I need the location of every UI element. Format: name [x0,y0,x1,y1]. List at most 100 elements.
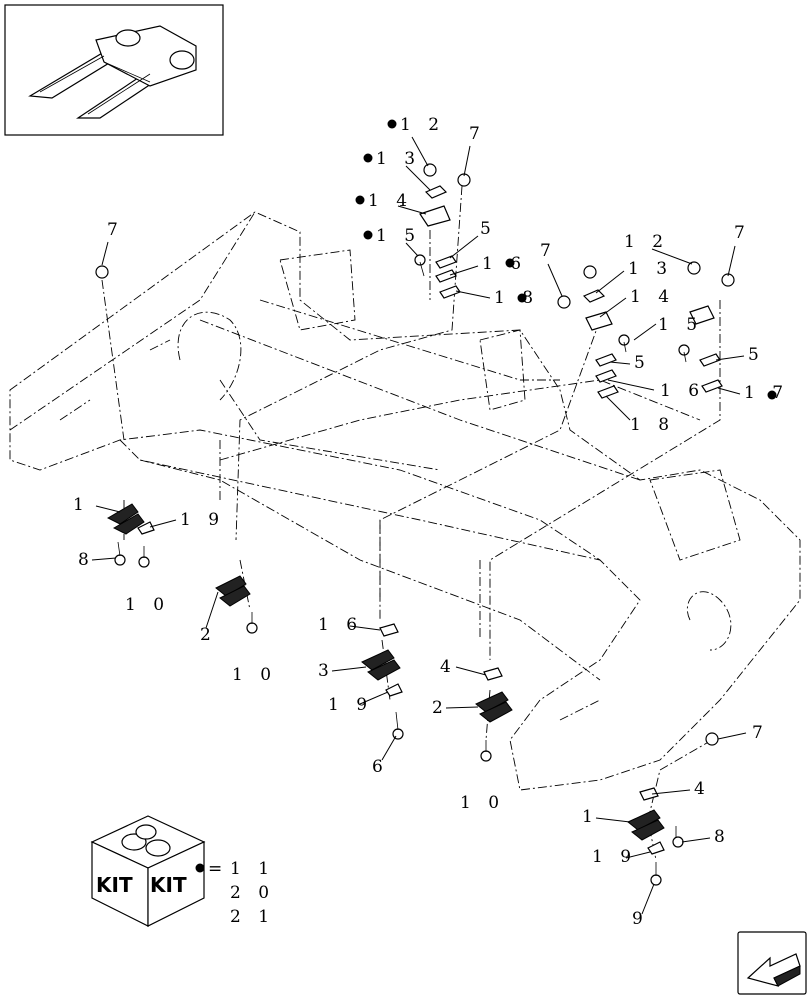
callout-label-c-4b: 4 [694,779,711,799]
leader-line-c-15b [633,323,657,341]
leader-line-c-19a [149,519,177,528]
leader-line-c-12b [651,248,693,265]
nut-7-a [95,265,109,279]
callout-label-c-8a: 8 [78,550,95,570]
callout-label-c-5c: 5 [748,345,765,365]
clip-14-a [419,205,451,227]
leader-line-c-5a [449,235,479,259]
callout-label-c-9: 9 [632,909,649,929]
bolt-15-a [414,254,426,277]
callout-label-c-7a: 7 [107,220,124,240]
clip-19-a [137,521,155,535]
leader-line-c-16c [607,379,655,391]
leader-line-c-2a [205,591,219,629]
plate-4-a [483,667,503,681]
leader-line-c-19c [625,851,651,859]
callout-label-c-5a: 5 [480,219,497,239]
guard-2-a [215,575,251,607]
kit-box-label-left: KIT [96,873,133,897]
header-frame [9,211,801,791]
guard-1-b [627,809,665,841]
plate-17 [701,379,723,393]
leader-line-c-8a [91,557,117,561]
kit-equals: = [208,859,228,879]
kit-box-label-right: KIT [150,873,187,897]
leader-line-c-17 [717,387,741,395]
callout-label-c-1a: 1 [73,495,90,515]
bolt-8-a [114,541,126,566]
leader-line-c-18a [455,290,491,299]
kit-line-2: 2 0 [230,883,275,903]
callout-label-c-16c: 1 6 [660,381,705,401]
bolt-15-b [618,334,630,353]
plate-16-b [435,269,457,283]
plate-5-b [595,353,617,367]
kit-bullet-b-16b [505,258,515,268]
bolt-8-b [672,826,684,848]
arrow-frame[interactable] [737,931,807,995]
leader-line-c-16b [449,265,479,276]
callout-label-c-12b: 1 2 [624,232,669,252]
callout-label-c-13b: 1 3 [628,259,673,279]
callout-label-c-7d: 7 [734,223,751,243]
callout-label-c-2a: 2 [200,625,217,645]
leader-line-c-6 [381,735,397,761]
callout-label-c-10b: 1 0 [232,665,277,685]
next-page-arrow-icon[interactable] [737,931,807,995]
callout-label-c-13a: 1 3 [376,149,421,169]
leader-line-c-14b [599,297,627,318]
clip-13-b [582,289,606,303]
leader-line-c-2b [445,706,479,709]
leader-line-c-7a [101,241,109,266]
bolt-9 [650,862,662,886]
leader-line-c-4a [455,666,487,676]
leader-line-c-18b [605,395,631,421]
nut-7-c [557,295,571,309]
leader-line-c-13a [405,165,431,191]
callout-label-c-17: 1 7 [744,383,789,403]
callout-label-c-5b: 5 [634,353,651,373]
bolt-10-b [246,612,258,634]
callout-label-c-2b: 2 [432,698,449,718]
kit-bullet-b-13a [363,153,373,163]
clip-13-a [424,185,448,199]
callout-label-c-19c: 1 9 [592,847,637,867]
leader-line-c-12a [411,136,429,167]
callout-label-c-4a: 4 [440,657,457,677]
clip-14-c [689,305,715,325]
leader-line-c-1a [95,505,121,513]
callout-label-c-1b: 1 [582,807,599,827]
leader-line-c-1b [595,817,631,823]
plate-16-a [379,623,399,637]
bolt-15-c [678,344,690,363]
guard-3 [361,649,401,681]
clip-19-c [647,841,665,855]
leader-line-c-7d [727,245,736,277]
callout-label-c-18a: 1 8 [494,288,539,308]
plate-4-b [639,787,659,801]
callout-label-c-14b: 1 4 [630,287,675,307]
kit-bullet-b-15a [363,230,373,240]
callout-label-c-16a: 1 6 [318,615,363,635]
nut-7-e [705,732,719,746]
nut-12-b [583,265,597,279]
kit-bullet-marker [195,863,205,873]
bolt-6 [392,711,404,740]
callout-label-c-15a: 1 5 [376,226,421,246]
arrow-shadow[interactable] [773,965,801,987]
guard-illustration [28,25,197,119]
leader-line-c-3 [331,666,367,672]
callout-label-c-8b: 8 [714,827,731,847]
leader-line-c-7e [717,732,747,740]
leader-line-c-19b [359,691,389,705]
leader-line-c-8b [681,837,711,843]
bolt-10-a [138,546,150,568]
guard-2-b [475,691,513,723]
leader-line-c-5b [609,361,631,365]
inset-guard-detail [4,4,224,136]
nut-12-a [423,163,437,177]
plate-5-c [699,353,721,367]
clip-19-b [385,683,403,697]
